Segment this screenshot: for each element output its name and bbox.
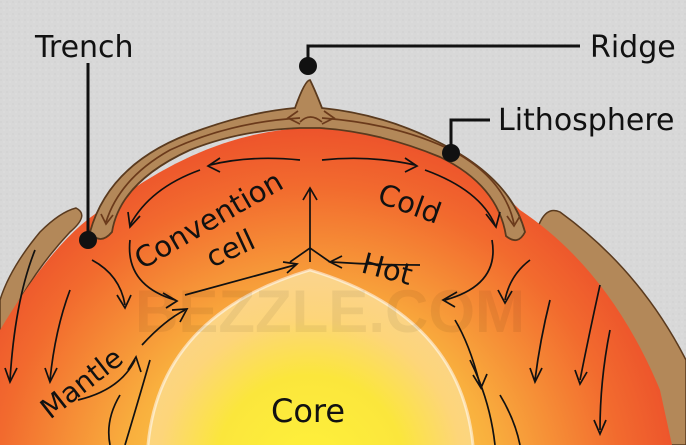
lithosphere-label: Lithosphere — [498, 103, 674, 138]
watermark: BEZZLE.COM — [135, 278, 525, 345]
core — [148, 270, 473, 445]
lithosphere-marker — [442, 144, 460, 162]
leader-lines — [79, 44, 580, 249]
core-label: Core — [271, 392, 345, 430]
lithosphere — [89, 79, 526, 242]
convection-arrows — [4, 157, 611, 445]
ridge-label: Ridge — [590, 30, 676, 65]
core-rim — [146, 268, 475, 445]
ridge-marker — [299, 57, 317, 75]
trench-label: Trench — [34, 30, 134, 65]
trench-marker — [79, 231, 97, 249]
